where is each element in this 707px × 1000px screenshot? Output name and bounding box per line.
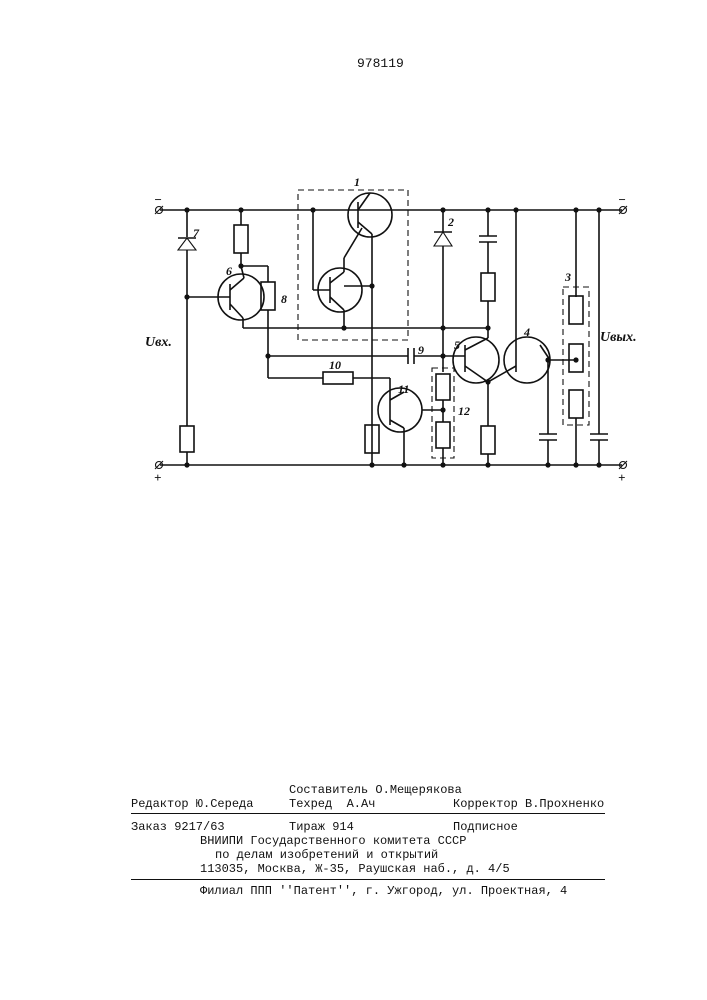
ref-label-5: 5: [454, 338, 460, 353]
ref-label-7: 7: [193, 226, 199, 241]
ref-label-10: 10: [329, 358, 341, 373]
output-voltage-label: Uвых.: [600, 330, 637, 346]
tech-editor-line: Техред А.Ач: [289, 797, 375, 811]
ref-label-11: 11: [398, 382, 409, 397]
circulation-line: Тираж 914: [289, 820, 354, 834]
ref-label-2: 2: [448, 215, 454, 230]
corrector-line: Корректор В.Прохненко: [453, 797, 604, 811]
ref-label-3: 3: [565, 270, 571, 285]
rule-2: [131, 879, 605, 880]
terminal-bottom-right: +: [618, 470, 625, 486]
input-voltage-label: Uвх.: [145, 335, 172, 351]
org-line-2: по делам изобретений и открытий: [215, 848, 438, 862]
terminal-bottom-left: +: [154, 470, 161, 486]
subscription-line: Подписное: [453, 820, 518, 834]
ref-label-6: 6: [226, 264, 232, 279]
editor-line: Редактор Ю.Середа: [131, 797, 253, 811]
ref-label-4: 4: [524, 325, 530, 340]
terminal-top-right: −: [618, 192, 626, 208]
ref-label-1: 1: [354, 175, 360, 190]
ref-label-8: 8: [281, 292, 287, 307]
rule-1: [131, 813, 605, 814]
address-line: 113035, Москва, Ж-35, Раушская наб., д. …: [200, 862, 510, 876]
order-line: Заказ 9217/63: [131, 820, 225, 834]
ref-label-12: 12: [458, 404, 470, 419]
branch-line: Филиал ППП ''Патент'', г. Ужгород, ул. П…: [200, 884, 567, 898]
ref-label-9: 9: [418, 343, 424, 358]
compiler-line: Составитель О.Мещерякова: [289, 783, 462, 797]
terminal-top-left: −: [154, 192, 162, 208]
org-line-1: ВНИИПИ Государственного комитета СССР: [200, 834, 466, 848]
